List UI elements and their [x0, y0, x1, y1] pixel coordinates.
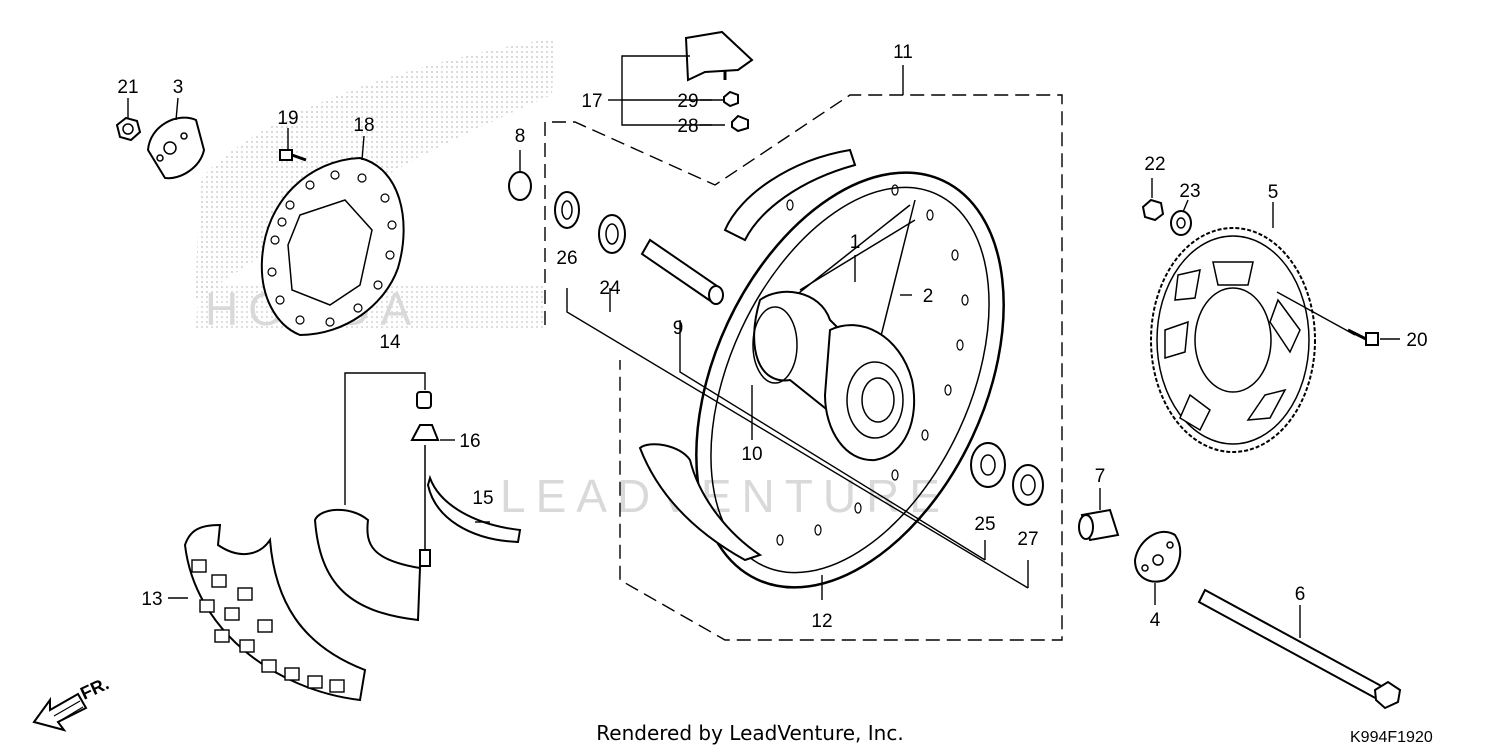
part-13-tire	[183, 523, 367, 702]
part-14-inner-tube	[313, 445, 431, 622]
part-23-washer	[1170, 210, 1192, 236]
callout-24: 24	[599, 278, 621, 299]
callout-15: 15	[472, 488, 493, 509]
callout-18: 18	[353, 115, 374, 136]
callout-14: 14	[379, 332, 401, 353]
callout-12: 12	[811, 611, 832, 632]
part-27-dust-seal	[1012, 464, 1044, 506]
part-17-adjuster-block	[684, 30, 754, 82]
part-19-bolt	[279, 149, 307, 162]
callout-19: 19	[277, 108, 298, 129]
diagram-code: K994F1920	[1350, 729, 1433, 746]
front-arrow-icon	[32, 692, 88, 732]
part-18-brake-disc	[260, 156, 405, 337]
part-21-nut	[115, 116, 142, 142]
part-25-bearing	[970, 442, 1006, 488]
part-28-nut	[731, 114, 749, 133]
callout-23: 23	[1179, 181, 1200, 202]
callout-10: 10	[741, 444, 762, 465]
callout-26: 26	[556, 248, 577, 269]
callout-28: 28	[677, 116, 698, 137]
part-5-sprocket	[1150, 227, 1316, 453]
callout-25: 25	[974, 514, 995, 535]
part-9-distance-collar	[640, 238, 724, 305]
callout-6: 6	[1295, 584, 1306, 605]
callout-22: 22	[1144, 154, 1165, 175]
callout-labels: 1 2 3 4 5 6 7 8 9 10 11 12 13 14 15 16 1…	[117, 42, 1427, 632]
callout-3: 3	[173, 77, 184, 98]
footer-credit: Rendered by LeadVenture, Inc.	[596, 721, 903, 745]
callout-16: 16	[459, 431, 480, 452]
part-26-dust-seal	[554, 191, 580, 229]
fr-label: FR.	[77, 673, 112, 703]
part-8-collar	[508, 150, 532, 201]
callout-17: 17	[581, 91, 602, 112]
callout-20: 20	[1406, 330, 1427, 351]
callout-21: 21	[117, 77, 138, 98]
callout-11: 11	[893, 42, 913, 63]
callout-8: 8	[515, 126, 526, 147]
part-22-nut	[1141, 198, 1165, 222]
callout-29: 29	[677, 91, 698, 112]
callout-5: 5	[1268, 182, 1279, 203]
part-7-collar	[1078, 508, 1120, 542]
part-15-rim-band	[426, 474, 522, 544]
callout-9: 9	[673, 318, 684, 339]
part-12-rim	[638, 148, 1005, 589]
part-10-hub	[752, 290, 916, 462]
part-3-side-plate	[146, 116, 206, 180]
part-29-nut	[723, 90, 739, 108]
callout-2: 2	[923, 286, 934, 307]
callout-13: 13	[141, 589, 162, 610]
callout-4: 4	[1150, 610, 1161, 631]
part-2-spokes	[789, 199, 916, 341]
part-24-bearing	[598, 214, 626, 254]
callout-7: 7	[1095, 466, 1106, 487]
part-6-axle	[1197, 588, 1402, 710]
callout-27: 27	[1017, 529, 1038, 550]
callout-1: 1	[850, 232, 861, 253]
part-16-valve	[410, 391, 440, 441]
part-20-bolt	[1347, 328, 1379, 346]
part-4-adjuster-plate	[1133, 530, 1182, 583]
front-direction-indicator: FR.	[32, 673, 112, 732]
